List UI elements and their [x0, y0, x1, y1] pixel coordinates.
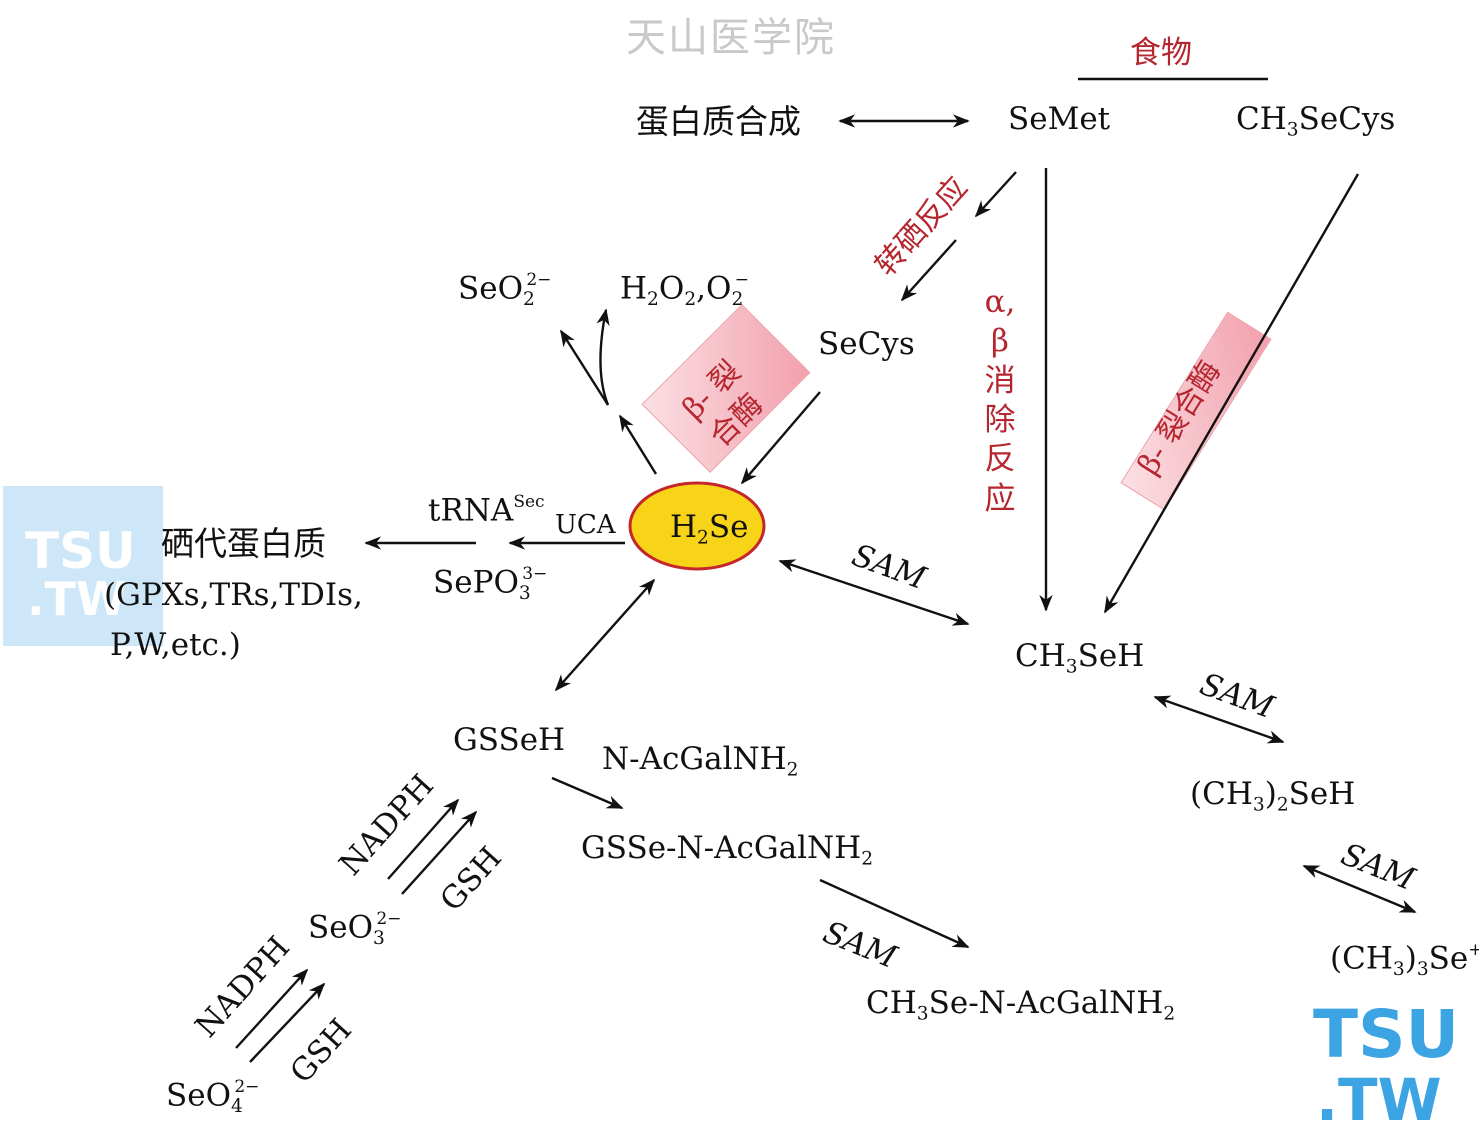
arrow-h2se-gssseh — [554, 578, 656, 692]
watermark-br-line2: .TW — [1316, 1066, 1442, 1134]
sepo3-label: SePO33− — [433, 564, 548, 605]
arrow-seo3-gssseh-2 — [401, 810, 478, 895]
ch3seh-label: CH3SeH — [1015, 638, 1145, 678]
arrow-seo2 — [559, 329, 610, 406]
semet-label: SeMet — [1008, 101, 1111, 137]
arrow-gssenac-ch3senac — [819, 878, 970, 949]
trimethyl-selenonium-label: (CH3)3Se+ — [1330, 940, 1479, 981]
secys-label: SeCys — [818, 326, 915, 362]
protein-synthesis-label: 蛋白质合成 — [636, 102, 801, 141]
gssenac-label: GSSe-N-AcGalNH2 — [581, 830, 874, 870]
arrow-h2se-ch3seh — [778, 559, 970, 626]
watermark-br-line1: TSU — [1313, 996, 1460, 1073]
h2o2-label: H2O2,O2− — [620, 270, 750, 311]
nacgalnh2-label: N-AcGalNH2 — [602, 741, 799, 781]
arrow-seo4-seo3-1 — [235, 968, 309, 1049]
ch3senac-label: CH3Se-N-AcGalNH2 — [866, 985, 1176, 1025]
arrow-secys-h2se — [740, 391, 821, 485]
arrow-h2se-up — [618, 414, 658, 475]
arrow-dimethyl-trimethyl — [1302, 864, 1417, 914]
seo2-label: SeO22− — [458, 270, 552, 311]
arrow-seo4-seo3-2 — [249, 982, 326, 1063]
h2se-label: H2Se — [670, 509, 749, 549]
selenoprotein-list-2: P,W,etc.) — [110, 627, 241, 663]
food-label: 食物 — [1130, 35, 1192, 71]
arrow-ch3seh-dimethyl — [1153, 695, 1285, 744]
selenoprotein-label: 硒代蛋白质 — [161, 524, 326, 563]
ch3secys-label: CH3SeCys — [1236, 101, 1396, 141]
dimethyl-selenide-label: (CH3)2SeH — [1190, 776, 1356, 816]
uca-label: UCA — [555, 510, 616, 540]
arrow-transsel-2 — [900, 239, 957, 302]
watermark-box-left: TSU .TW — [3, 486, 163, 646]
seo4-label: SeO42− — [166, 1077, 260, 1118]
selenoprotein-list-1: (GPXs,TRs,TDIs, — [104, 577, 363, 613]
seo3-label: SeO32− — [308, 909, 402, 950]
arrow-ch3secys-ch3seh — [1103, 173, 1360, 614]
arrow-h2o2 — [596, 308, 610, 406]
arrow-gssseh-gssenac — [551, 776, 624, 810]
trna-label: tRNASec — [428, 492, 545, 529]
watermark-top: 天山医学院 — [626, 15, 836, 61]
gssseh-label: GSSeH — [453, 722, 566, 758]
watermark-box-line2: .TW — [27, 572, 127, 626]
arrow-seo3-gssseh-1 — [387, 798, 460, 880]
arrow-transsel-1 — [974, 171, 1017, 218]
h2se-ellipse — [628, 481, 766, 571]
alpha-beta-elimination-label: α, β 消除反应 — [984, 284, 1016, 517]
watermark-box-line1: TSU — [25, 522, 136, 580]
